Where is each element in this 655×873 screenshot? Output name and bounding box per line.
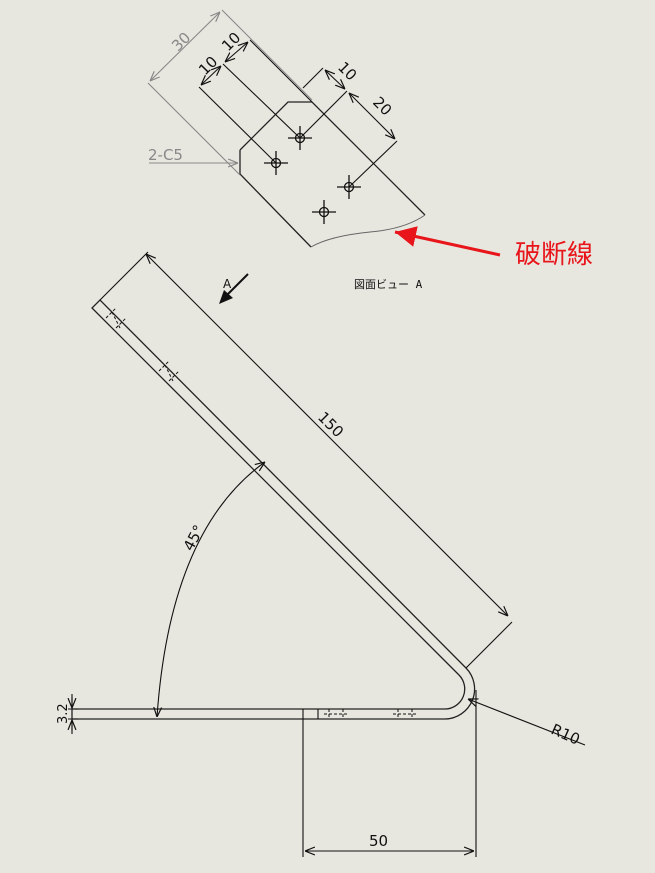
- dim-50: 50: [302, 690, 477, 857]
- hole-mark: [105, 307, 127, 329]
- dim-150: 150: [99, 251, 513, 669]
- dim-10-20: 10 20: [299, 58, 398, 188]
- detail-view-plate: [239, 101, 426, 248]
- svg-text:20: 20: [369, 93, 395, 119]
- view-arrow-a: A: [219, 273, 249, 304]
- detail-holes: [264, 126, 361, 224]
- svg-text:50: 50: [369, 832, 388, 850]
- svg-text:R10: R10: [548, 720, 582, 748]
- detail-view-label: 図面ビュー A: [354, 278, 423, 291]
- callout-arrow: [394, 226, 501, 257]
- svg-text:10: 10: [334, 58, 360, 84]
- chamfer-leader: 2-C5: [148, 146, 238, 164]
- svg-text:30: 30: [168, 29, 194, 55]
- hole-mark: [324, 709, 348, 719]
- svg-text:2-C5: 2-C5: [148, 146, 183, 164]
- dim-thickness: 3.2: [56, 694, 78, 734]
- svg-text:3.2: 3.2: [56, 703, 71, 724]
- svg-text:150: 150: [314, 408, 347, 441]
- hole-mark: [312, 200, 336, 224]
- dim-angle: 45°: [157, 462, 265, 717]
- hole-mark: [393, 709, 417, 719]
- break-line: [310, 214, 426, 248]
- dim-10-10: 10 10: [195, 29, 313, 164]
- svg-text:A: A: [223, 277, 232, 291]
- svg-text:10: 10: [195, 53, 221, 79]
- dim-radius: R10: [468, 699, 586, 749]
- svg-text:10: 10: [218, 29, 244, 55]
- svg-text:45°: 45°: [180, 522, 208, 554]
- bent-bracket: [71, 299, 476, 720]
- break-line-callout: 破断線: [515, 240, 594, 270]
